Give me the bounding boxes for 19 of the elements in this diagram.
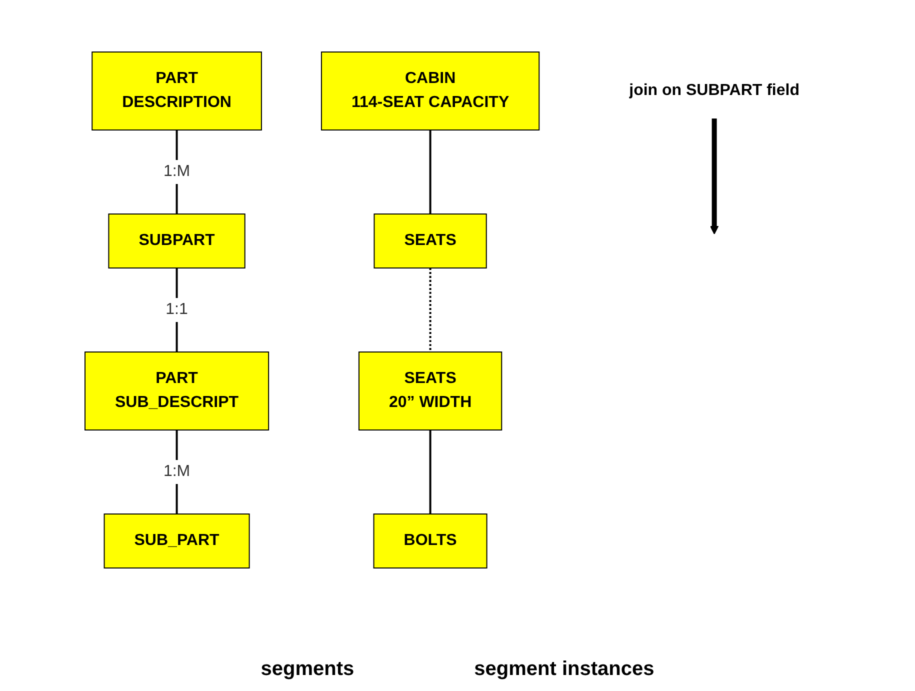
node-box: BOLTS	[374, 514, 488, 568]
node-box: PART SUB_DESCRIPT	[84, 352, 270, 430]
connector	[176, 268, 178, 352]
column-caption: segments	[260, 658, 354, 681]
arrow	[710, 118, 719, 234]
node-box: SUB_PART	[104, 514, 250, 568]
connector	[430, 130, 432, 214]
node-box: CABIN 114-SEAT CAPACITY	[321, 52, 540, 130]
node-box: PART DESCRIPTION	[92, 52, 262, 130]
edge-label: 1:1	[166, 301, 188, 318]
connector	[430, 430, 432, 514]
edge-label: 1:M	[164, 163, 190, 180]
node-box: SEATS	[374, 214, 488, 268]
node-box: SEATS 20” WIDTH	[358, 352, 502, 430]
connector	[430, 268, 432, 352]
column-caption: segment instances	[474, 658, 654, 681]
node-box: SUBPART	[108, 214, 246, 268]
edge-label: 1:M	[164, 463, 190, 480]
node-text: join on SUBPART field	[629, 82, 800, 99]
